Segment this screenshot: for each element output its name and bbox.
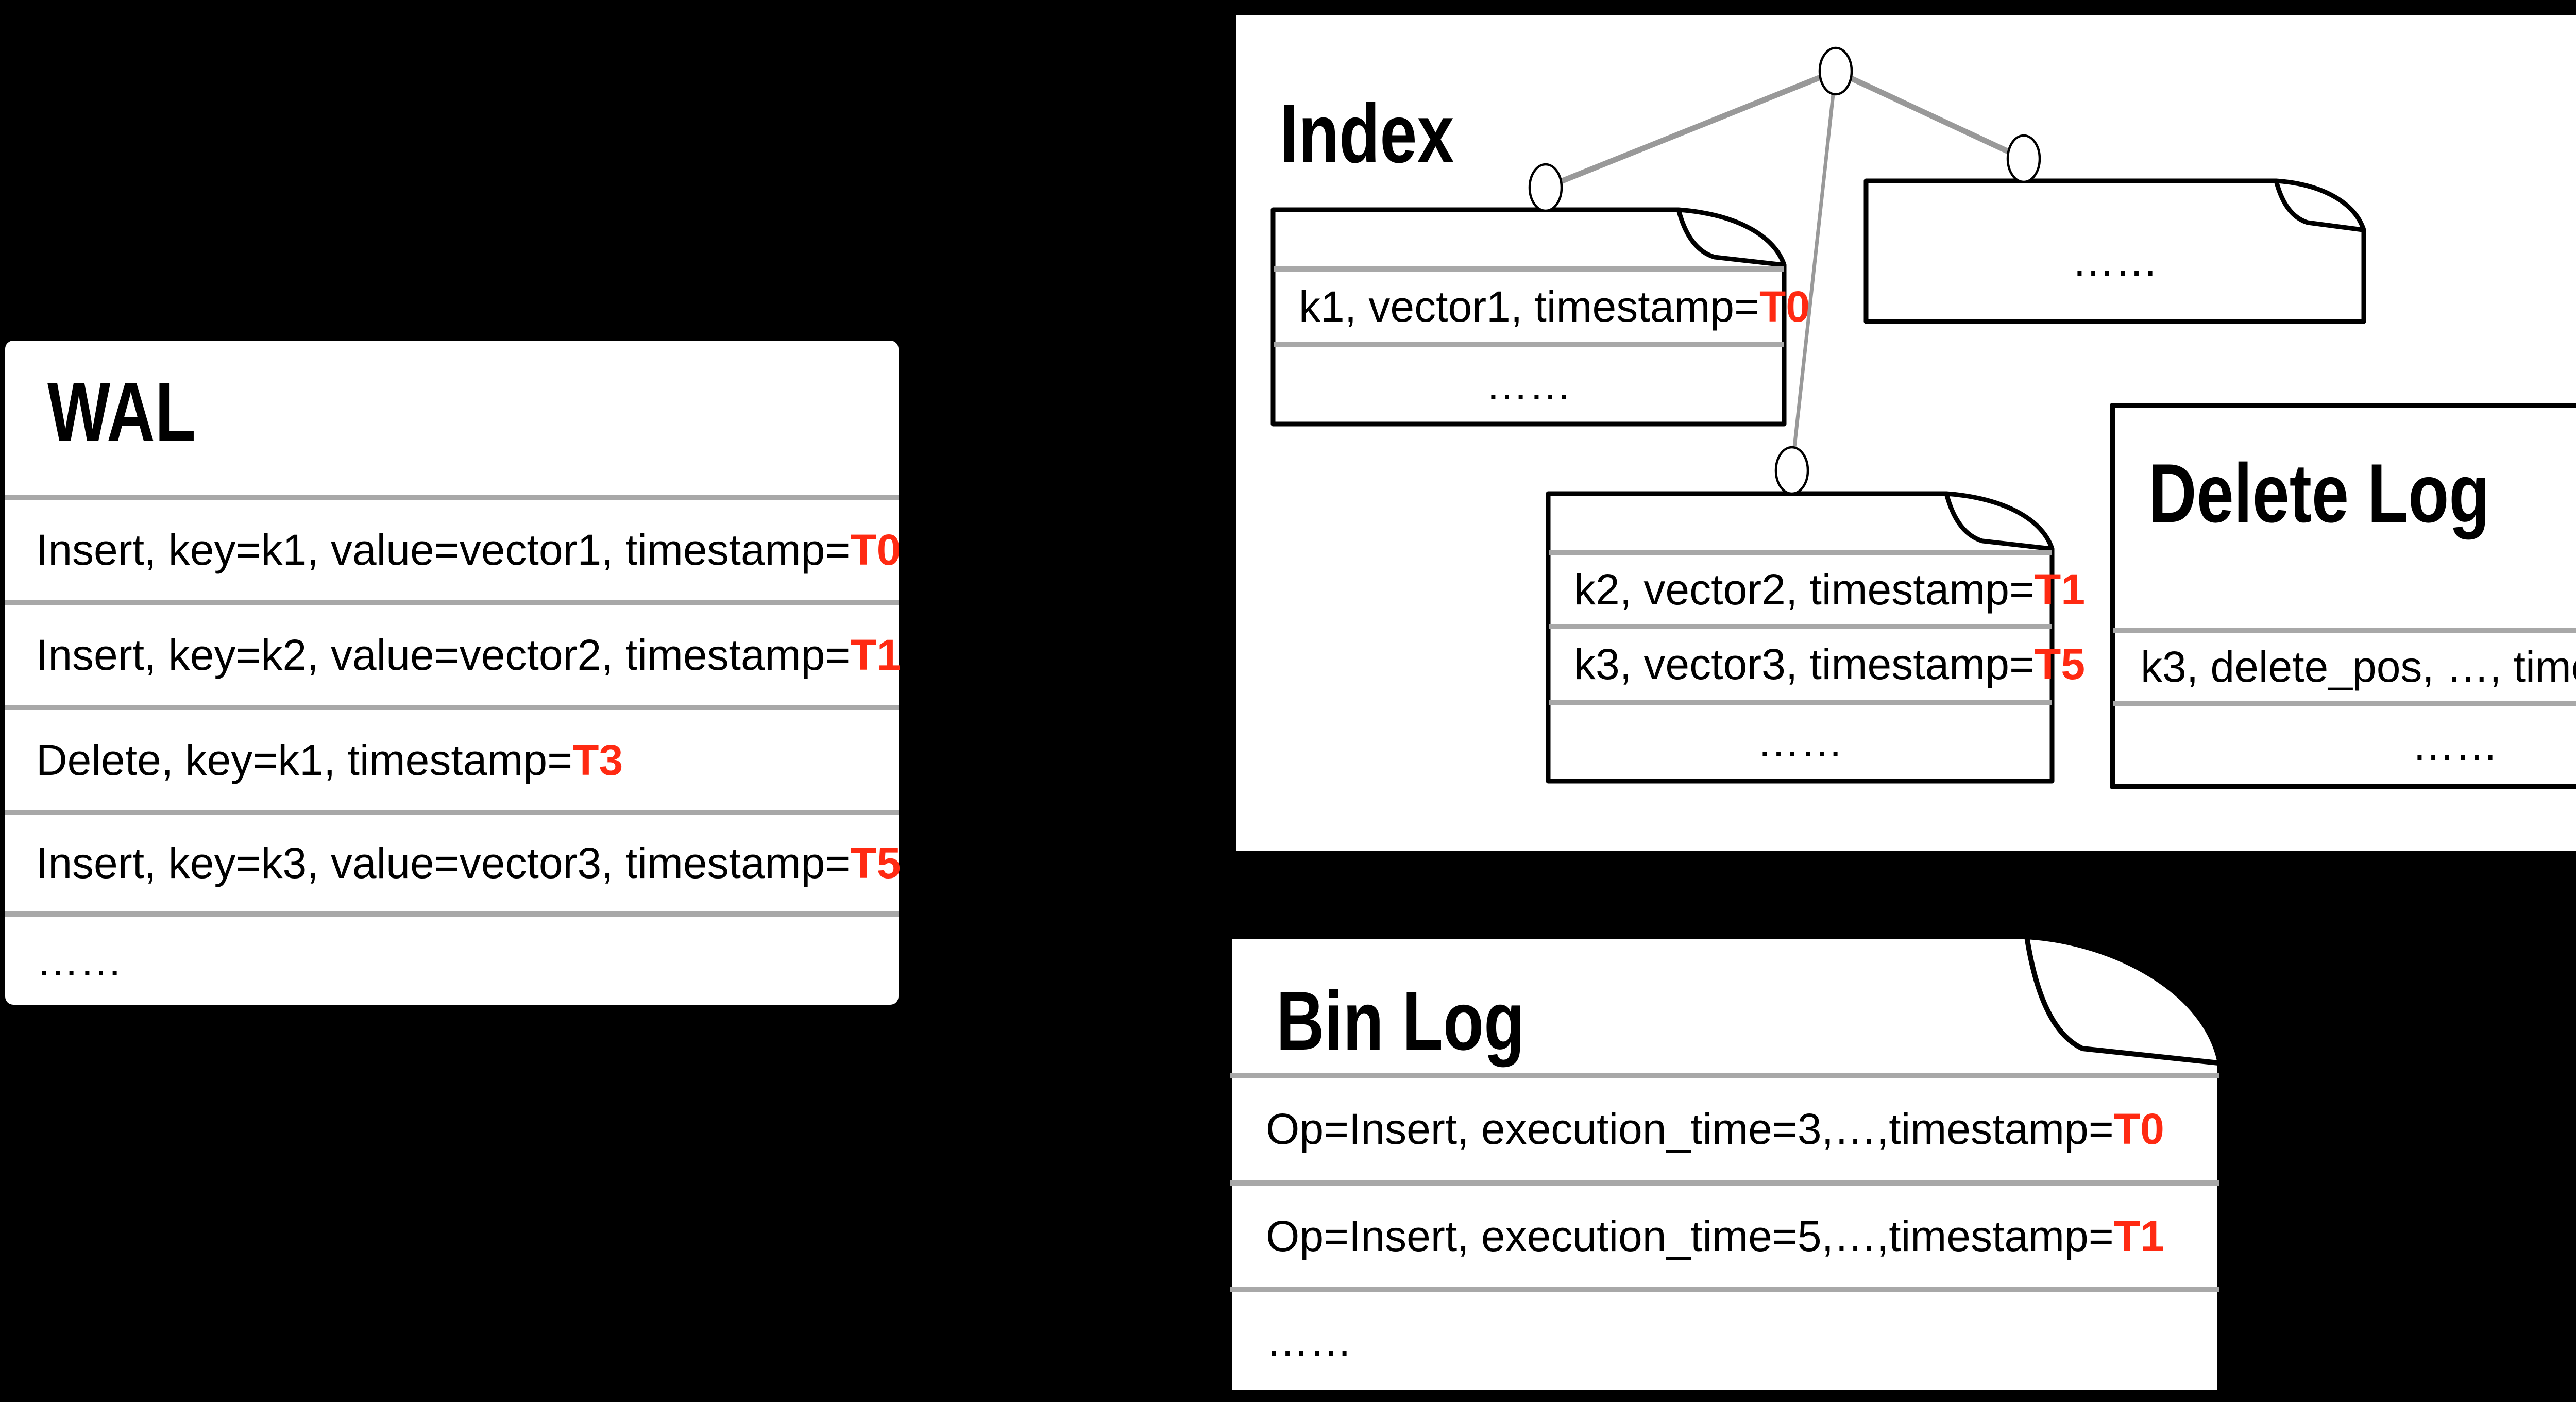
row-text: Insert, key=k1, value=vector1, timestamp… bbox=[36, 525, 851, 574]
document-shape bbox=[1270, 207, 1787, 427]
timestamp-value: T0 bbox=[2113, 1105, 2164, 1154]
file-row-ellipsis: …… bbox=[1227, 1292, 2223, 1390]
document-shape bbox=[2110, 403, 2576, 789]
separator bbox=[1230, 1287, 2219, 1292]
tree-edge bbox=[1790, 71, 1838, 471]
row-text: …… bbox=[1266, 1316, 1352, 1365]
tree-node-middle bbox=[1774, 446, 1809, 495]
timestamp-value: T1 bbox=[2113, 1211, 2164, 1260]
wal-panel: WAL Insert, key=k1, value=vector1, times… bbox=[5, 341, 901, 1005]
document-shape bbox=[1546, 491, 2055, 784]
separator bbox=[2113, 628, 2576, 633]
file-row-ellipsis: …… bbox=[2110, 706, 2576, 784]
index-panel: Index k1, vector1, timestamp=T0 …… … bbox=[1232, 11, 2576, 855]
wal-row: Insert, key=k3, value=vector3, timestamp… bbox=[5, 815, 901, 911]
row-text: k1, vector1, timestamp= bbox=[1299, 282, 1760, 331]
separator bbox=[5, 705, 899, 710]
file-row: Op=Insert, execution_time=5,…,timestamp=… bbox=[1227, 1186, 2223, 1287]
tree-edge bbox=[1544, 68, 1837, 191]
separator bbox=[1230, 1180, 2219, 1186]
timestamp-value: T5 bbox=[850, 839, 901, 888]
timestamp-value: T5 bbox=[2035, 640, 2086, 689]
delete-log-file: Delete Log k3, delete_pos, …, timestamp=… bbox=[2110, 403, 2576, 789]
separator bbox=[1274, 342, 1784, 347]
index-segment-file-k2-k3: k2, vector2, timestamp=T1 k3, vector3, t… bbox=[1546, 491, 2085, 784]
row-text: …… bbox=[36, 936, 123, 985]
timestamp-value: T1 bbox=[850, 630, 901, 679]
delete-log-title: Delete Log bbox=[2148, 447, 2490, 540]
file-row: k1, vector1, timestamp=T0 bbox=[1270, 272, 1810, 342]
separator bbox=[5, 600, 899, 605]
tree-node-left bbox=[1528, 163, 1563, 212]
bin-log-title: Bin Log bbox=[1276, 974, 1525, 1068]
row-text: …… bbox=[2412, 721, 2498, 770]
timestamp-value: T3 bbox=[572, 735, 623, 784]
folded-corner bbox=[1676, 209, 1784, 267]
row-text: Insert, key=k3, value=vector3, timestamp… bbox=[36, 839, 851, 888]
separator bbox=[2113, 701, 2576, 706]
timestamp-value: T1 bbox=[2035, 565, 2086, 614]
row-text: …… bbox=[1485, 360, 1572, 409]
separator bbox=[1230, 1073, 2219, 1078]
index-segment-file-more: …… bbox=[1863, 178, 2366, 324]
file-row: Op=Insert, execution_time=3,…,timestamp=… bbox=[1227, 1078, 2223, 1180]
separator bbox=[5, 810, 899, 815]
file-row: k2, vector2, timestamp=T1 bbox=[1546, 555, 2085, 624]
tree-node-root bbox=[1818, 46, 1853, 96]
file-row: k3, vector3, timestamp=T5 bbox=[1546, 629, 2085, 700]
folded-corner bbox=[1944, 493, 2052, 551]
separator bbox=[5, 495, 899, 500]
document-shape bbox=[1227, 934, 2223, 1395]
separator bbox=[1274, 266, 1784, 272]
tree-edge bbox=[1834, 69, 2025, 161]
row-text: k3, vector3, timestamp= bbox=[1574, 640, 2035, 689]
wal-row: Insert, key=k2, value=vector2, timestamp… bbox=[5, 605, 901, 705]
timestamp-value: T0 bbox=[1759, 282, 1810, 331]
document-shape bbox=[1863, 178, 2366, 324]
file-row-ellipsis: …… bbox=[1270, 347, 1787, 421]
file-row-ellipsis: …… bbox=[1546, 705, 2055, 779]
wal-row-ellipsis: …… bbox=[5, 917, 899, 1005]
row-text: …… bbox=[1757, 717, 1843, 766]
folded-corner bbox=[2024, 936, 2219, 1066]
separator bbox=[1549, 550, 2052, 555]
row-text: k3, delete_pos, …, timestamp= bbox=[2141, 643, 2576, 691]
row-text: Op=Insert, execution_time=5,…,timestamp= bbox=[1266, 1211, 2114, 1260]
wal-title: WAL bbox=[47, 365, 196, 459]
bin-log-file: Bin Log Op=Insert, execution_time=3,…,ti… bbox=[1227, 934, 2223, 1395]
row-text: …… bbox=[2072, 236, 2158, 285]
row-text: Delete, key=k1, timestamp= bbox=[36, 735, 573, 784]
file-row: k3, delete_pos, …, timestamp=T3 bbox=[2110, 633, 2576, 701]
separator bbox=[1549, 700, 2052, 705]
tree-node-right bbox=[2006, 134, 2041, 183]
index-title: Index bbox=[1280, 87, 1454, 180]
index-segment-file-k1: k1, vector1, timestamp=T0 …… bbox=[1270, 207, 1810, 427]
timestamp-value: T0 bbox=[850, 525, 901, 574]
file-row-ellipsis: …… bbox=[1863, 209, 2366, 312]
folded-corner bbox=[2274, 180, 2363, 232]
separator bbox=[5, 911, 899, 917]
wal-row: Insert, key=k1, value=vector1, timestamp… bbox=[5, 500, 901, 600]
separator bbox=[1549, 624, 2052, 629]
row-text: k2, vector2, timestamp= bbox=[1574, 565, 2035, 614]
row-text: Op=Insert, execution_time=3,…,timestamp= bbox=[1266, 1105, 2114, 1154]
wal-row: Delete, key=k1, timestamp=T3 bbox=[5, 710, 899, 810]
row-text: Insert, key=k2, value=vector2, timestamp… bbox=[36, 630, 851, 679]
